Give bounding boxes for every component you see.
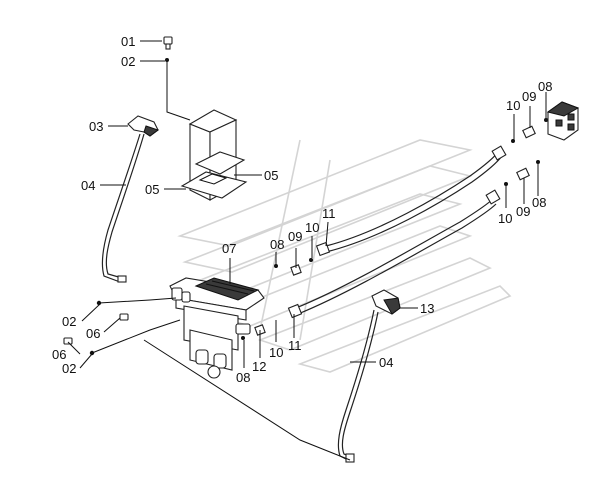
part-label: 13 (420, 301, 434, 316)
lever-handle-03 (101, 115, 160, 283)
part-label: 02 (62, 314, 76, 329)
part-label: 11 (322, 206, 336, 221)
part-label: 02 (121, 54, 135, 69)
part-labels: 01 02 03 04 05 05 07 08 09 10 11 10 09 0… (52, 34, 552, 385)
part-label: 08 (538, 79, 552, 94)
part-label: 07 (222, 241, 236, 256)
part-label: 08 (236, 370, 250, 385)
part-label: 10 (269, 345, 283, 360)
part-label: 02 (62, 361, 76, 376)
bolt-01 (163, 36, 173, 62)
brake-hose-lower (295, 197, 497, 315)
leader-lines (67, 40, 547, 461)
part-label: 10 (506, 98, 520, 113)
small-fasteners (63, 300, 129, 356)
part-label: 11 (288, 338, 302, 353)
part-label: 09 (522, 89, 536, 104)
part-label: 06 (86, 326, 100, 341)
lever-handle-13 (337, 289, 401, 463)
part-label: 08 (270, 237, 284, 252)
part-label: 05 (145, 182, 159, 197)
part-label: 06 (52, 347, 66, 362)
part-label: 10 (498, 211, 512, 226)
brake-hose-upper (325, 149, 503, 253)
part-label: 04 (379, 355, 393, 370)
mounting-bracket (180, 109, 248, 201)
part-label: 09 (288, 229, 302, 244)
part-label: 09 (516, 204, 530, 219)
brake-valve-assembly (169, 277, 265, 379)
hose-fittings (241, 118, 548, 340)
part-label: 03 (89, 119, 103, 134)
part-label: 08 (532, 195, 546, 210)
part-label: 04 (81, 178, 95, 193)
part-label: 05 (264, 168, 278, 183)
part-label: 10 (305, 220, 319, 235)
part-label: 12 (252, 359, 266, 374)
watermark (172, 139, 512, 373)
valve-block (546, 101, 580, 141)
part-label: 01 (121, 34, 135, 49)
